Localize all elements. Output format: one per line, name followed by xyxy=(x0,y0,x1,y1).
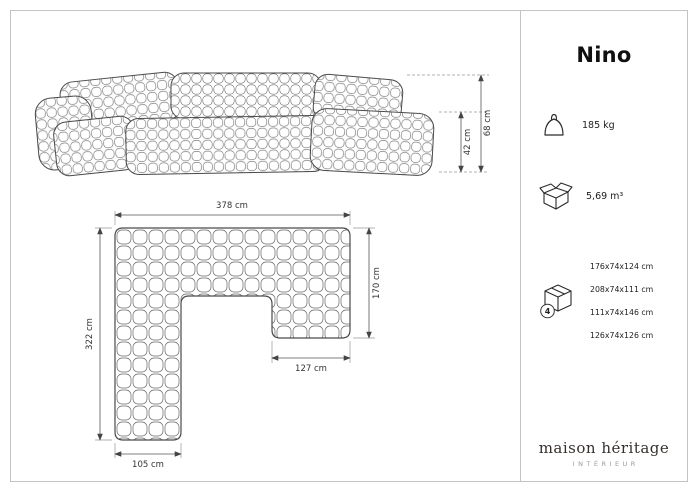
dim-label-right-arm-width: 127 cm xyxy=(295,364,327,374)
dim-label-left-arm-width: 105 cm xyxy=(132,460,164,470)
weight-icon xyxy=(539,111,569,139)
volume-value: 5,69 m³ xyxy=(586,190,624,202)
package-box-icon: 4 xyxy=(539,282,577,320)
vertical-divider xyxy=(520,11,521,481)
dim-label-total-width: 378 cm xyxy=(216,201,248,211)
dim-label-seat-height: 42 cm xyxy=(463,129,473,155)
package-count-badge: 4 xyxy=(545,307,551,316)
package-dim-3: 111x74x146 cm xyxy=(590,307,654,317)
sheet-border: 42 cm 68 cm 378 cm 322 cm xyxy=(10,10,688,482)
weight-spec-row: 185 kg xyxy=(539,111,685,139)
brand-block: maison héritage INTÉRIEUR xyxy=(521,439,687,468)
package-dim-4: 126x74x126 cm xyxy=(590,330,654,340)
front-view-drawing xyxy=(34,71,435,177)
package-dimensions-list: 176x74x124 cm 208x74x111 cm 111x74x146 c… xyxy=(590,249,653,353)
dim-label-total-height: 68 cm xyxy=(483,110,493,136)
plan-view-dimensions: 378 cm 322 cm 170 cm 127 cm 105 cm xyxy=(85,201,382,470)
package-spec-row: 4 176x74x124 cm 208x74x111 cm 111x74x146… xyxy=(539,249,685,353)
dim-label-right-depth: 170 cm xyxy=(372,267,382,299)
product-title: Nino xyxy=(576,43,632,67)
spec-sidebar: Nino 185 kg xyxy=(521,11,687,481)
volume-spec-row: 5,69 m³ xyxy=(539,181,685,211)
brand-tagline: INTÉRIEUR xyxy=(572,460,639,468)
front-view-dimensions: 42 cm 68 cm xyxy=(407,74,493,173)
brand-logo-text: maison héritage xyxy=(538,439,670,457)
package-dim-1: 176x74x124 cm xyxy=(590,261,654,271)
plan-view-drawing xyxy=(114,227,351,441)
package-dim-2: 208x74x111 cm xyxy=(590,284,654,294)
dim-label-left-depth: 322 cm xyxy=(85,318,95,350)
weight-value: 185 kg xyxy=(582,119,615,131)
sofa-drawings: 42 cm 68 cm 378 cm 322 cm xyxy=(34,71,493,470)
volume-box-icon xyxy=(539,181,573,211)
